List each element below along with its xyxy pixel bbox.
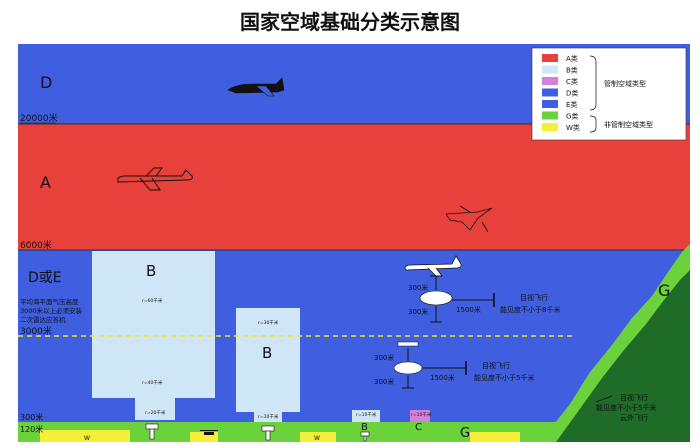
cloud-icon <box>419 290 453 306</box>
vfr-lower-above: 300米 <box>374 353 394 362</box>
legend-label: C类 <box>566 77 578 86</box>
alt-3000: 3000米 <box>20 325 52 337</box>
terrain-g-dark <box>556 270 690 442</box>
pressure-note-3: 二次雷达应答机 <box>20 315 66 324</box>
legend-items: A类 B类 C类 D类 E类 G类 W类 <box>542 54 580 132</box>
vfr-upper-label2: 能见度不小于8千米 <box>500 305 560 314</box>
zone-label-b-large: B <box>146 262 156 280</box>
tower-icon-2 <box>261 425 275 441</box>
alt-300: 300米 <box>20 412 43 422</box>
zone-label-c: C <box>415 422 422 433</box>
legend-controlled: 管制空域类型 <box>604 79 646 88</box>
vfr-upper-label1: 目视飞行 <box>520 293 548 302</box>
vfr-lower-below: 300米 <box>374 377 394 386</box>
legend-swatch <box>542 123 558 131</box>
pressure-note-1: 平均海平面气压高度 <box>20 297 79 306</box>
vfr-upper-above: 300米 <box>408 283 428 292</box>
tower-icon-3 <box>360 431 370 442</box>
legend-label: A类 <box>566 54 578 63</box>
tower-icon <box>145 423 159 440</box>
legend-label: B类 <box>566 66 578 75</box>
legend-label: D类 <box>566 89 578 98</box>
zone-b-mid <box>236 308 300 426</box>
ground-w-4 <box>470 432 520 442</box>
vfr-g-label3: 云外飞行 <box>620 413 648 422</box>
ground-w-2 <box>300 432 336 442</box>
vfr-g-label1: 目视飞行 <box>620 393 648 402</box>
airliner-icon <box>117 167 193 191</box>
ground-w-1 <box>40 430 130 442</box>
b1-radius-mid: r=40千米 <box>142 379 163 386</box>
legend-swatch <box>542 77 558 85</box>
zone-label-g-right: G <box>658 281 670 300</box>
small-plane-icon <box>397 341 419 347</box>
alt-20000: 20000米 <box>20 112 58 124</box>
zone-label-de: D或E <box>28 270 62 286</box>
zone-label-g-ground: G <box>460 426 470 441</box>
legend-label: W类 <box>566 123 580 132</box>
zone-label-w2: W <box>314 435 320 442</box>
ground-w-3 <box>190 432 218 442</box>
legend-swatch <box>542 65 558 74</box>
vfr-g-note: 目视飞行 能见度不小于5千米 云外飞行 <box>595 393 656 422</box>
alt-120: 120米 <box>20 424 43 434</box>
fighter-jet-icon <box>445 205 493 233</box>
zone-label-a: A <box>40 173 51 192</box>
zone-label-d: D <box>40 73 52 92</box>
vfr-upper-diagram: 300米 300米 1500米 目视飞行 能见度不小于8千米 <box>408 275 560 323</box>
b1-radius-low: r=20千米 <box>145 409 166 416</box>
legend-swatch <box>542 100 558 108</box>
zone-a <box>18 124 690 250</box>
legend-bracket-controlled <box>589 55 597 111</box>
zone-label-w1: W <box>84 435 90 442</box>
vfr-lower-label2: 能见度不小于5千米 <box>474 373 534 382</box>
vfr-upper-below: 300米 <box>408 307 428 316</box>
vfr-upper-dist: 1500米 <box>456 305 481 314</box>
legend-bracket-uncontrolled <box>589 115 597 133</box>
ground-g <box>18 422 690 442</box>
page-title: 国家空域基础分类示意图 <box>240 10 460 34</box>
b2-radius-low: r=10千米 <box>258 413 279 420</box>
legend-swatch <box>542 88 558 97</box>
b3-radius: r=10千米 <box>356 411 377 418</box>
b2-radius-top: r=30千米 <box>258 319 279 326</box>
vfr-lower-diagram: 300米 300米 1500米 目视飞行 能见度不小于5千米 <box>374 341 534 389</box>
zone-label-b-small: B <box>361 422 368 433</box>
airliner-small-icon <box>404 255 462 277</box>
legend-label: E类 <box>566 100 577 109</box>
legend-swatch <box>542 54 558 62</box>
legend: A类 B类 C类 D类 E类 G类 W类 管制空域类型 非管制空域类型 <box>531 47 687 141</box>
legend-label: G类 <box>566 112 578 121</box>
pressure-note-2: 3000米以上必须安装 <box>20 306 83 315</box>
alt-6000: 6000米 <box>20 239 52 251</box>
helicopter-icon <box>200 430 218 435</box>
b1-radius-top: r=60千米 <box>142 297 163 304</box>
zone-label-b-mid: B <box>262 344 272 362</box>
vfr-g-label2: 能见度不小于5千米 <box>596 403 656 412</box>
space-shuttle-icon <box>227 77 285 97</box>
legend-uncontrolled: 非管制空域类型 <box>604 120 653 129</box>
vfr-lower-dist: 1500米 <box>430 373 455 382</box>
cloud-icon-2 <box>393 361 423 375</box>
c1-radius: r=10千米 <box>411 411 432 418</box>
vfr-lower-label1: 目视飞行 <box>482 361 510 370</box>
legend-swatch <box>542 111 558 120</box>
